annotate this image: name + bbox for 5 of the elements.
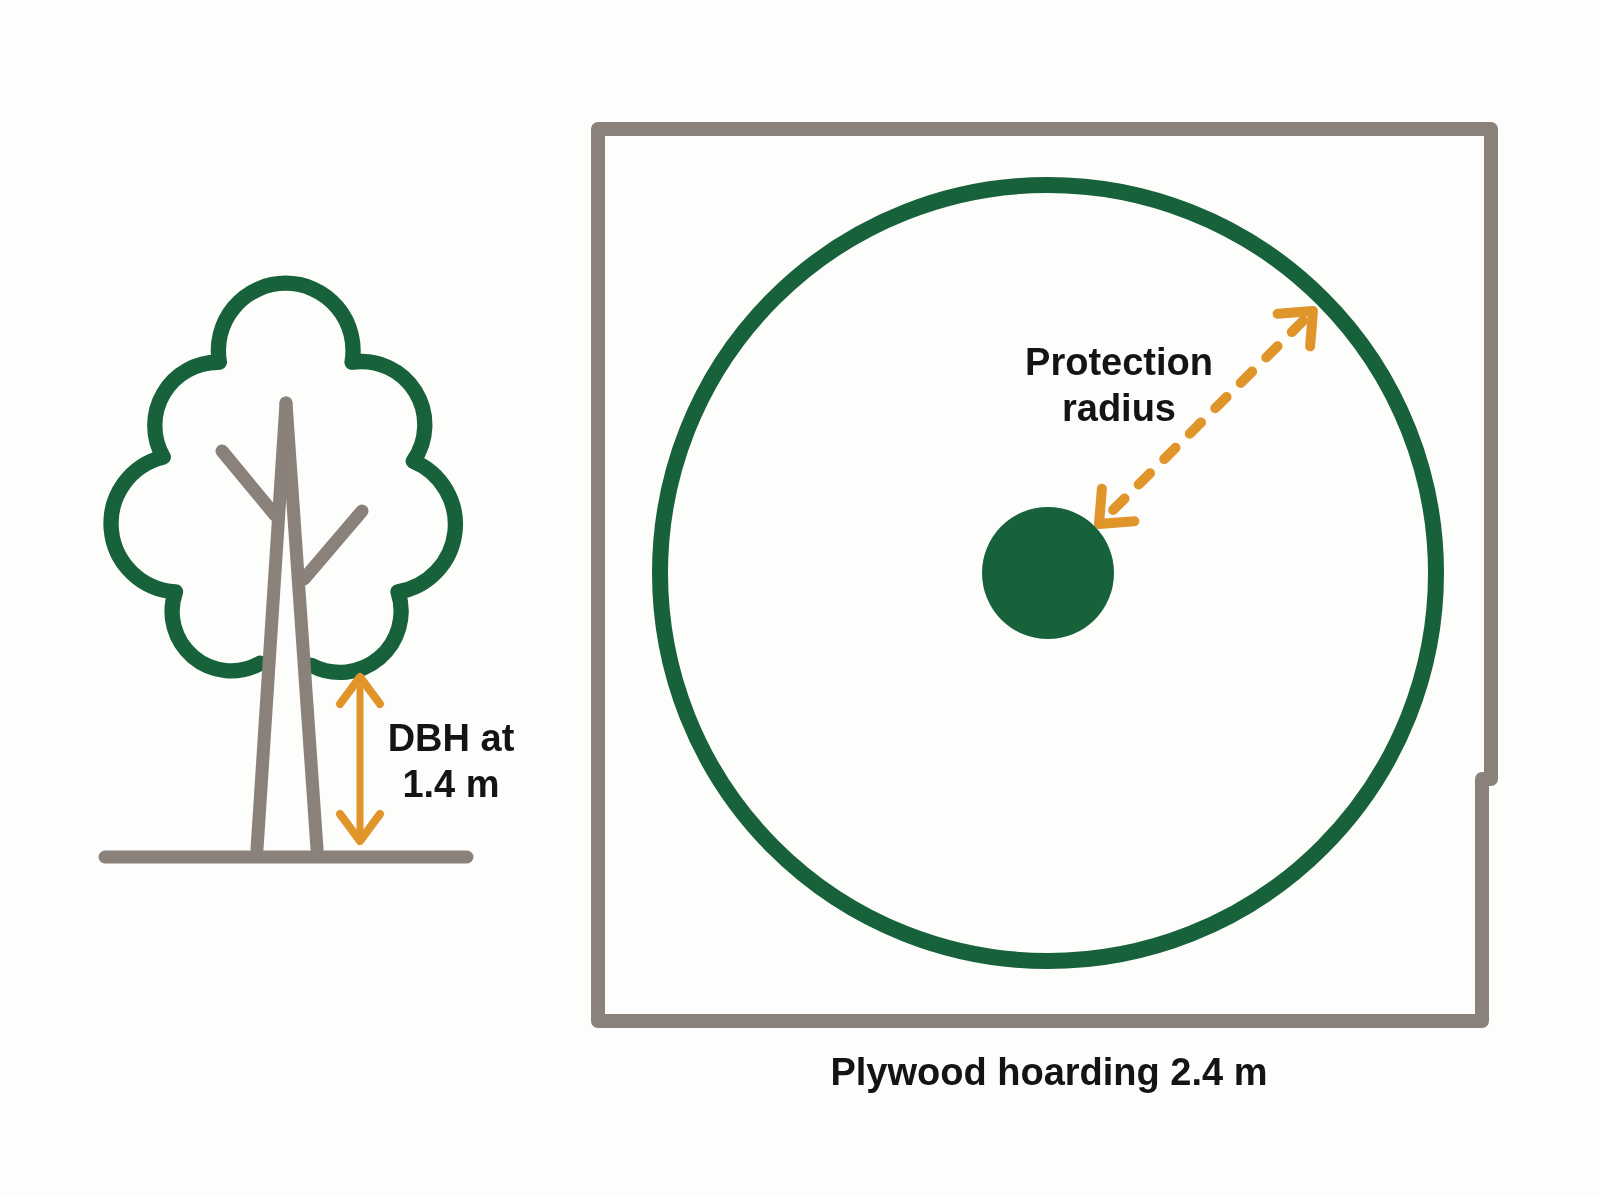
hoarding-caption: Plywood hoarding 2.4 m <box>830 1050 1268 1095</box>
dimension-label: Protection radius <box>1024 340 1214 431</box>
dimension-label: DBH at 1.4 m <box>386 716 516 807</box>
protection-circle <box>652 177 1444 969</box>
trunk-dot <box>982 507 1114 639</box>
